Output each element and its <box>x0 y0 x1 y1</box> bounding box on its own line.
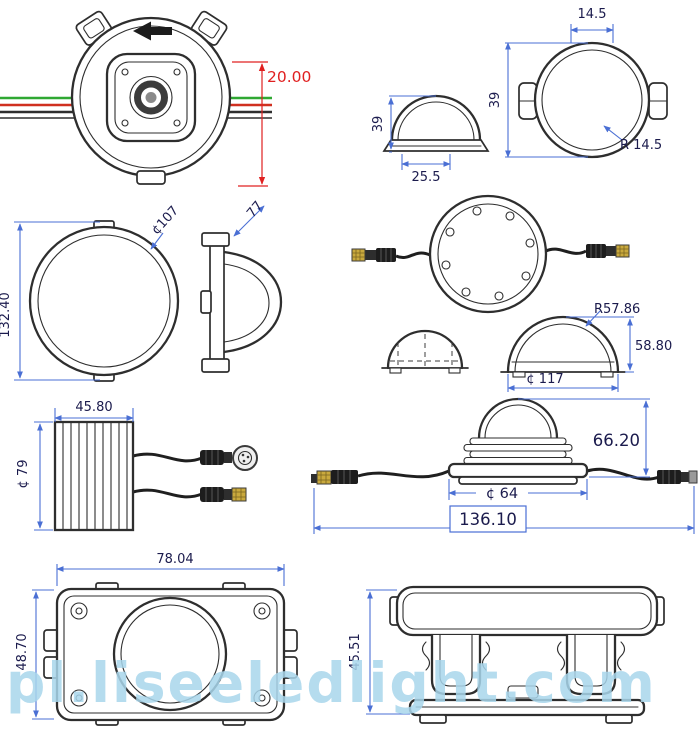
dome-detail-view: R57.86 58.80 ¢ 117 <box>381 302 672 392</box>
module-face-outline <box>428 194 548 314</box>
module-top-view: 20.00 <box>0 10 311 187</box>
round-module-front-view: ¢107 132.40 <box>0 203 182 382</box>
base-flange <box>447 462 589 479</box>
rect-module-side-view: 45.51 <box>348 585 665 724</box>
cable-left <box>357 469 450 479</box>
dim-lens-front-height: 39 <box>488 92 503 109</box>
round-module-side-view: 77 <box>200 199 283 373</box>
dim-heatsink-width: 45.80 <box>75 400 112 415</box>
dim-lens-radius: R 14.5 <box>620 138 662 153</box>
cable-top <box>132 452 203 463</box>
rect-module-front-view: 78.04 48.70 <box>15 552 298 726</box>
direction-arrow-icon <box>133 21 172 41</box>
dim-dome-radius: R57.86 <box>594 302 640 317</box>
dim-wire-pitch: 20.00 <box>267 68 311 86</box>
dim-lens-flat-width: 14.5 <box>578 7 607 22</box>
dim-dome-height: 58.80 <box>635 339 672 354</box>
lens-side-view: 39 25.5 <box>371 94 490 185</box>
dim-heatsink-diameter: ¢ 79 <box>16 460 31 489</box>
housing-outline <box>55 587 286 722</box>
dim-lens-base-width: 25.5 <box>412 170 441 185</box>
module-outline <box>28 225 180 377</box>
dim-point-module-height: 66.20 <box>593 431 640 450</box>
lens-ring <box>129 75 173 120</box>
dome-profile <box>222 250 283 354</box>
dim-round-module-diameter: ¢107 <box>149 203 182 238</box>
dim-lens-side-height: 39 <box>371 116 386 133</box>
connector-plug-left <box>351 248 396 262</box>
mount-clip-right <box>565 633 617 696</box>
lens-outline <box>533 41 651 159</box>
connector-round-female <box>200 445 258 471</box>
cable-bottom <box>132 488 203 499</box>
dim-rect-module-width: 78.04 <box>156 552 193 567</box>
dim-round-module-height: 132.40 <box>0 292 13 338</box>
point-module-view: ¢ 64 66.20 136.10 <box>311 397 698 534</box>
dim-point-module-length: 136.10 <box>459 510 517 529</box>
module-with-cables-view <box>351 194 630 314</box>
dim-rect-module-height: 48.70 <box>15 633 30 670</box>
dim-dome-diameter: ¢ 117 <box>526 372 563 387</box>
lens-outline <box>112 596 228 712</box>
dim-round-module-depth: 77 <box>244 199 266 221</box>
dim-rect-module-side-height: 45.51 <box>348 633 363 670</box>
mount-clip-left <box>430 633 482 696</box>
heatsink-module-view: 45.80 ¢ 79 <box>16 400 258 532</box>
connector-plug-yellow <box>200 487 247 502</box>
lens-front-view: 14.5 39 R 14.5 <box>488 7 668 159</box>
housing-side-outline <box>395 585 659 637</box>
connector-plug-right <box>657 470 698 484</box>
dim-point-module-diameter: ¢ 64 <box>486 486 518 502</box>
heatsink-body <box>53 420 135 532</box>
bottom-tab <box>136 170 166 185</box>
connector-plug-left <box>311 470 358 485</box>
connector-plug-right <box>586 244 630 258</box>
cable-left <box>395 251 431 259</box>
cable-right <box>545 247 587 255</box>
cable-right <box>586 467 660 481</box>
